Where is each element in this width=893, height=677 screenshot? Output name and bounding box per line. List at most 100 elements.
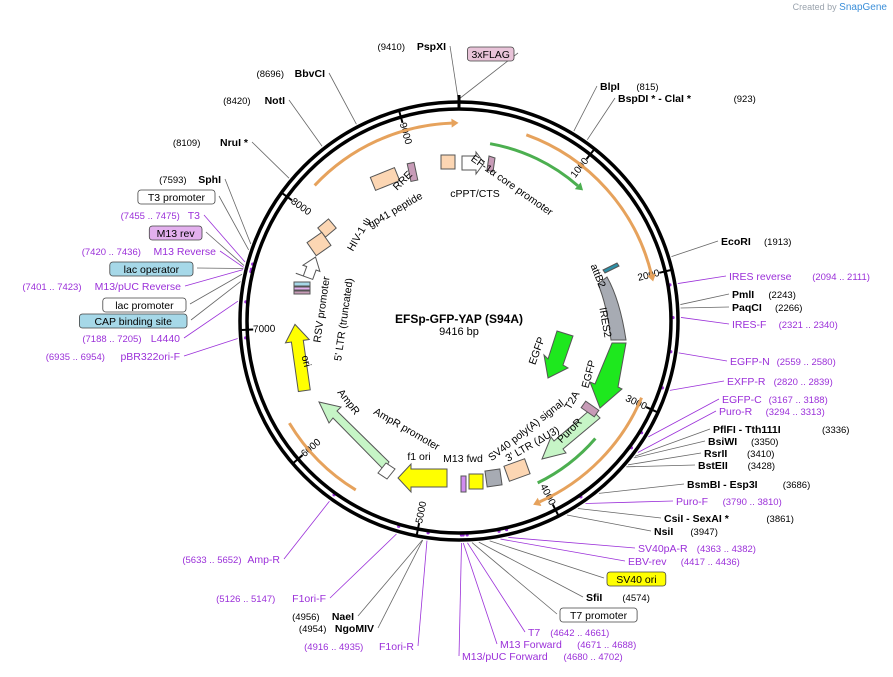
leader-line bbox=[329, 533, 397, 599]
label-box bbox=[137, 189, 216, 205]
plasmid-name: EFSp-GFP-YAP (S94A) bbox=[395, 312, 523, 326]
leader-line bbox=[417, 540, 428, 647]
label-position: (4956) bbox=[292, 612, 319, 623]
label-name: T3 promoter bbox=[148, 192, 206, 204]
primer-label: Amp-R (5633 .. 5652) bbox=[182, 554, 280, 566]
site-label: BsmBI - Esp3I(3686) bbox=[687, 479, 810, 491]
label-name: BsmBI - Esp3I bbox=[687, 479, 758, 491]
label-box bbox=[559, 607, 638, 623]
site-label: NaeI(4956) bbox=[292, 611, 354, 623]
feature-label: RSV promoter bbox=[311, 275, 332, 343]
leader-line bbox=[628, 452, 702, 466]
feature-label: f1 ori bbox=[407, 451, 430, 463]
primer-label: L4440(7188 .. 7205) bbox=[82, 333, 180, 345]
label-position: (5633 .. 5652) bbox=[182, 555, 241, 566]
leader-line bbox=[500, 538, 626, 562]
label-position: (3410) bbox=[747, 449, 774, 460]
label-position: (6935 .. 6954) bbox=[46, 352, 105, 363]
f1-ori-arrow bbox=[397, 462, 448, 494]
label-name: T7 bbox=[528, 627, 540, 639]
m13-fwd-feature bbox=[460, 475, 467, 493]
label-position: (1913) bbox=[764, 237, 791, 248]
m13-rev-mark bbox=[293, 286, 311, 291]
feature-box-label: T3 promoter bbox=[137, 189, 216, 205]
label-position: (7420 .. 7436) bbox=[82, 247, 141, 258]
label-name: PmlI bbox=[732, 289, 754, 301]
label-name: lac operator bbox=[124, 264, 180, 276]
label-name: CsiI - SexAI * bbox=[664, 513, 730, 525]
orf-arc-top bbox=[313, 121, 452, 187]
label-name: lac promoter bbox=[115, 300, 174, 312]
leader-line bbox=[566, 514, 652, 532]
label-position: (4954) bbox=[299, 624, 326, 635]
label-box bbox=[102, 297, 187, 313]
label-position: (4671 .. 4688) bbox=[577, 640, 636, 651]
feature-box-label: SV40 ori bbox=[606, 571, 667, 587]
feature-arcs bbox=[288, 118, 656, 506]
feature-label: cPPT/CTS bbox=[450, 188, 500, 200]
leader-line bbox=[478, 541, 584, 598]
label-name: Amp-R bbox=[247, 554, 280, 566]
primer-label: M13/pUC Reverse(7401 .. 7423) bbox=[22, 281, 181, 293]
label-name: CAP binding site bbox=[94, 316, 172, 328]
label-name: NruI * bbox=[220, 137, 249, 149]
tick-mark bbox=[659, 269, 672, 274]
label-position: (7188 .. 7205) bbox=[82, 334, 141, 345]
leader-line bbox=[184, 269, 244, 287]
label-name: PspXI bbox=[417, 41, 446, 53]
label-position: (3167 .. 3188) bbox=[769, 395, 828, 406]
site-label: CsiI - SexAI *(3861) bbox=[664, 513, 794, 525]
label-name: BstEII bbox=[698, 460, 728, 472]
5-ltr-feature bbox=[306, 231, 332, 257]
leader-line bbox=[183, 300, 239, 339]
primer-label: Puro-R(3294 .. 3313) bbox=[719, 406, 825, 418]
leader-line bbox=[189, 273, 243, 305]
leader-line bbox=[626, 464, 696, 468]
label-position: (7593) bbox=[159, 175, 186, 186]
feature-label: IRES2 bbox=[596, 306, 613, 338]
label-box bbox=[79, 313, 188, 329]
leader-line bbox=[449, 45, 459, 100]
leader-lines bbox=[183, 45, 730, 657]
orf-arc-lower-right bbox=[538, 397, 643, 504]
tick-mark bbox=[645, 406, 658, 413]
puror-arrow bbox=[541, 408, 601, 460]
label-box bbox=[466, 46, 515, 62]
leader-line bbox=[219, 250, 244, 268]
label-position: (4574) bbox=[622, 593, 649, 604]
3xflag-feature bbox=[486, 155, 496, 173]
label-name: EGFP-C bbox=[722, 394, 762, 406]
label-name: RsrII bbox=[704, 448, 727, 460]
puror-arc bbox=[537, 437, 597, 485]
label-name: IRES reverse bbox=[729, 271, 792, 283]
leader-line bbox=[633, 440, 706, 459]
feature-label: ori bbox=[299, 354, 314, 368]
site-label: BsiWI(3350) bbox=[708, 436, 778, 448]
label-name: EcoRI bbox=[721, 236, 751, 248]
label-name: M13 Reverse bbox=[154, 246, 217, 258]
leader-line bbox=[288, 99, 323, 147]
primer-label: M13/pUC Forward(4680 .. 4702) bbox=[462, 651, 623, 663]
leader-line bbox=[377, 539, 424, 629]
ef1a-promoter-arc bbox=[489, 142, 579, 187]
label-position: (9410) bbox=[378, 42, 405, 53]
label-position: (4363 .. 4382) bbox=[697, 544, 756, 555]
feature-label: gp41 peptide bbox=[366, 190, 425, 231]
label-name: T7 promoter bbox=[570, 610, 628, 622]
label-box bbox=[109, 261, 194, 277]
label-name: BspDI * - ClaI * bbox=[618, 93, 692, 105]
orf-arrowhead bbox=[451, 118, 459, 128]
label-position: (8696) bbox=[257, 69, 284, 80]
label-name: IRES-F bbox=[732, 319, 766, 331]
tick-label: 7000 bbox=[253, 324, 276, 336]
3-ltr-feature bbox=[503, 458, 531, 482]
site-label: NotI(8420) bbox=[223, 95, 285, 107]
label-position: (2559 .. 2580) bbox=[777, 357, 836, 368]
leader-line bbox=[462, 542, 498, 645]
site-label: RsrII (3410) bbox=[704, 448, 774, 460]
leader-line bbox=[680, 306, 730, 309]
primer-label: SV40pA-R(4363 .. 4382) bbox=[638, 543, 756, 555]
label-name: EXFP-R bbox=[727, 376, 766, 388]
credit-prefix: Created by bbox=[792, 2, 837, 12]
primer-label: pBR322ori-F(6935 .. 6954) bbox=[46, 351, 180, 363]
